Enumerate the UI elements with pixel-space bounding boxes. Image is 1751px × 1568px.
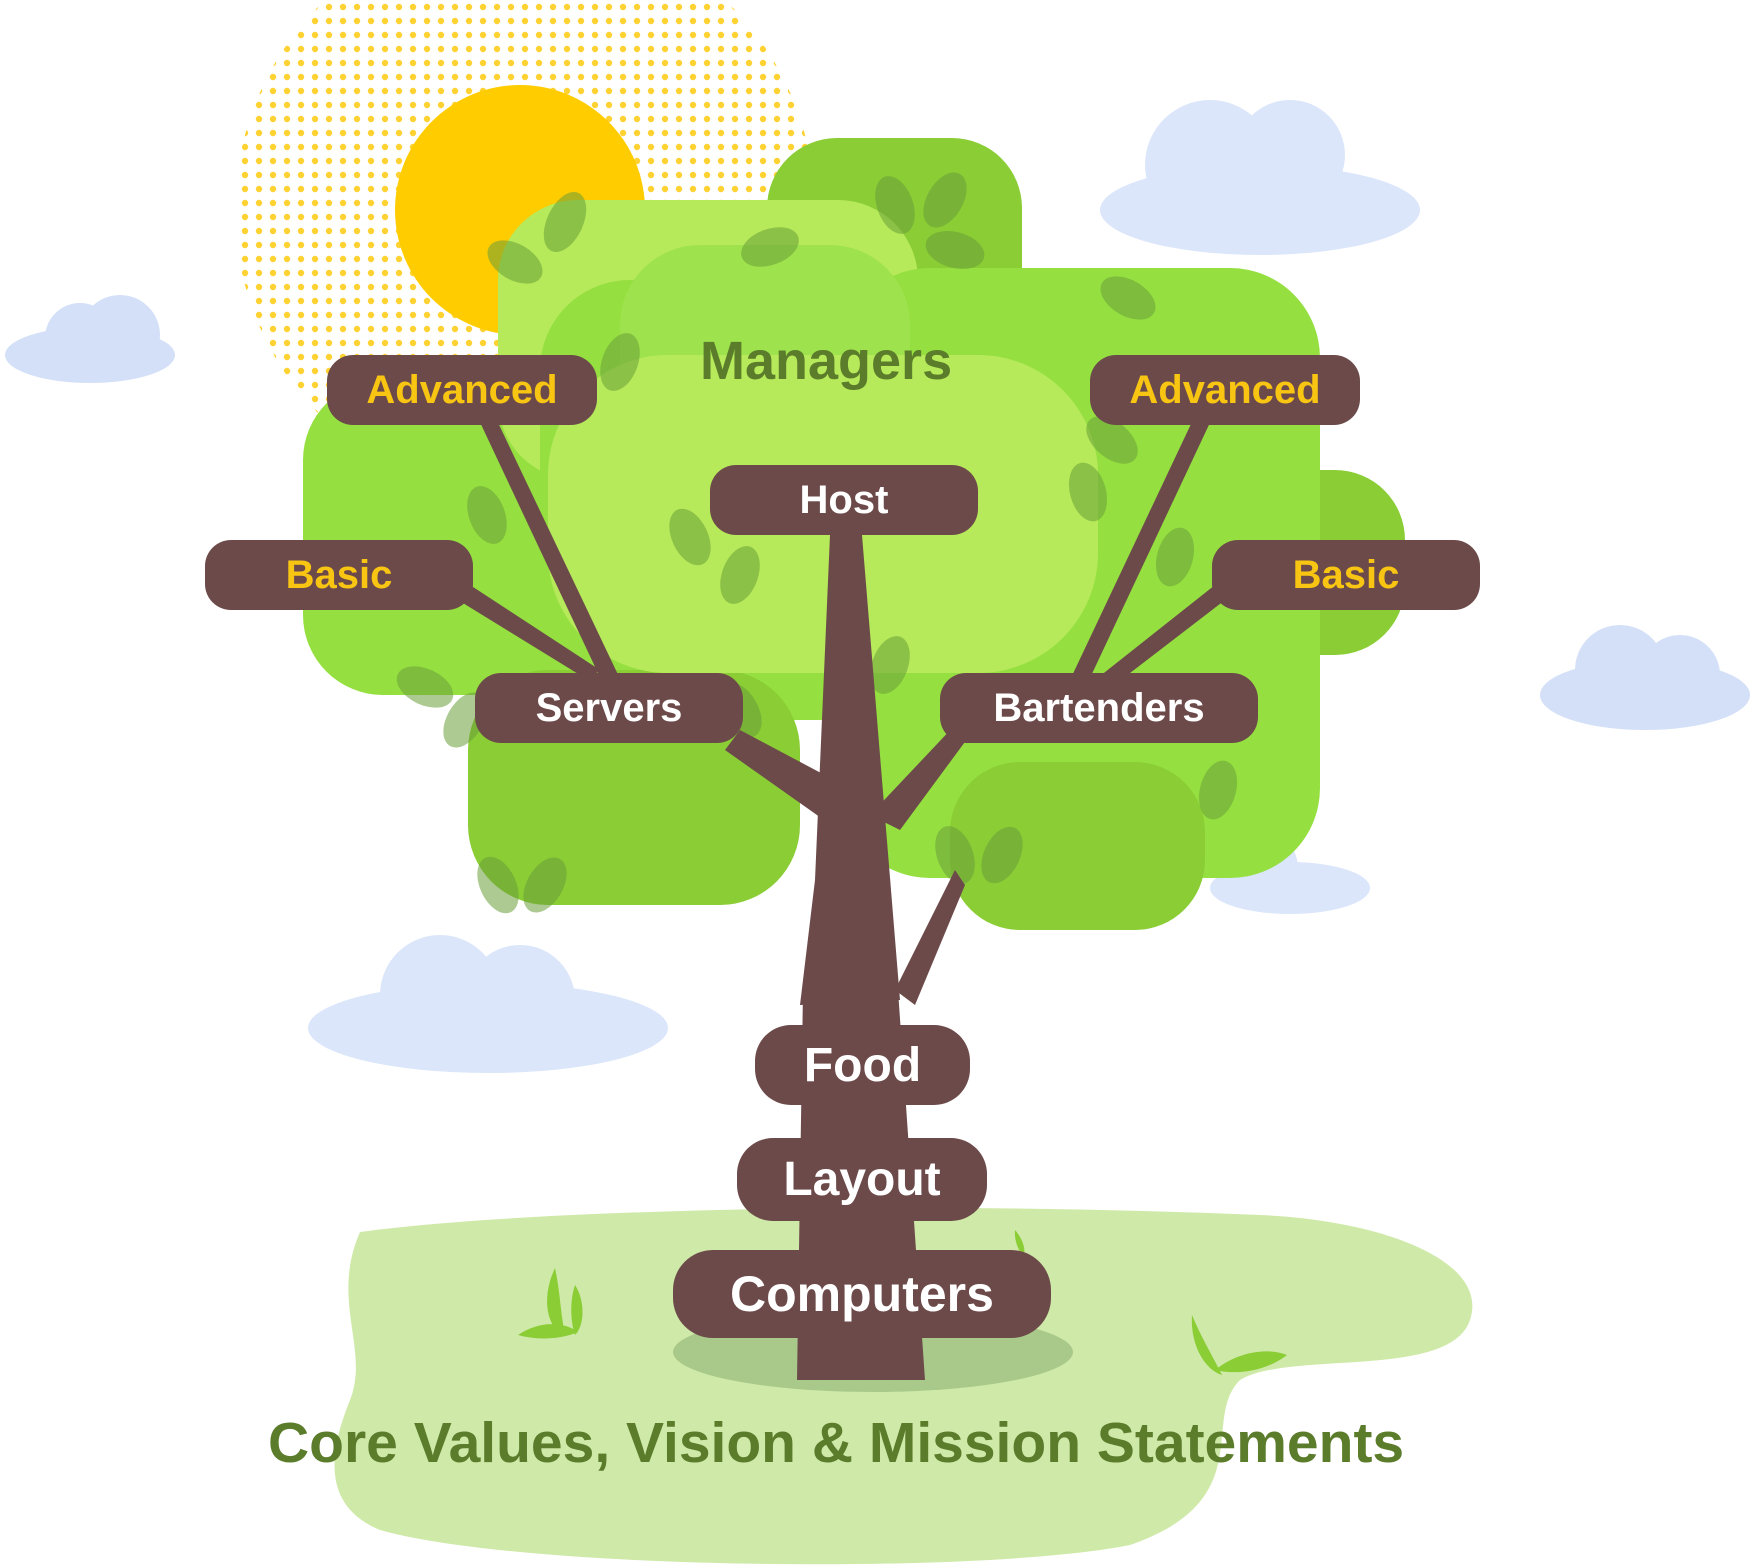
cloud-icon	[1540, 625, 1750, 730]
node-host: Host	[710, 465, 978, 535]
node-food: Food	[755, 1025, 970, 1105]
cloud-icon	[308, 935, 668, 1073]
level-left-basic: Basic	[205, 540, 473, 610]
cloud-icon	[1100, 100, 1420, 255]
root-foundation-label: Core Values, Vision & Mission Statements	[268, 1411, 1405, 1475]
cloud-icon	[5, 295, 175, 383]
level-right-advanced: Advanced	[1090, 355, 1360, 425]
node-layout: Layout	[737, 1138, 987, 1221]
node-computers: Computers	[673, 1250, 1051, 1338]
canopy-title: Managers	[700, 331, 953, 391]
level-right-basic: Basic	[1212, 540, 1480, 610]
node-bartenders: Bartenders	[940, 673, 1258, 743]
node-servers: Servers	[475, 673, 743, 743]
leaf-icon	[396, 172, 1238, 914]
grass-icon	[518, 1230, 1287, 1375]
level-left-advanced: Advanced	[327, 355, 597, 425]
